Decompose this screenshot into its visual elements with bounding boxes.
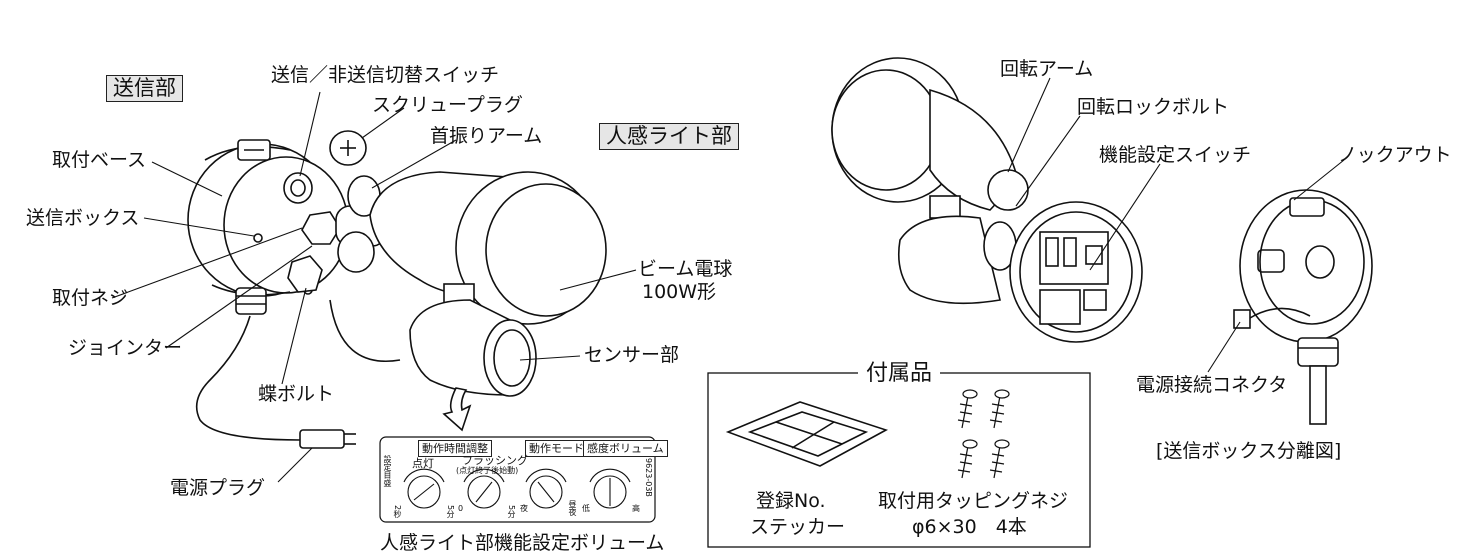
label-power-plug: 電源プラグ: [170, 477, 266, 499]
screw-plug-icon: [329, 130, 367, 166]
knob3-max: 昼夜: [568, 500, 577, 516]
panel-right-side: 9623-03B: [644, 458, 653, 497]
knob3-min: 夜: [520, 504, 528, 513]
panel-header-mode: 動作モード: [525, 440, 588, 457]
label-jointer: ジョインター: [68, 337, 183, 359]
sensor-light-section-title: 人感ライト部: [599, 123, 739, 150]
panel-header-time: 動作時間調整: [418, 440, 492, 457]
back-view-assembly: [831, 57, 1143, 343]
leader-lines-left: [111, 91, 637, 483]
transmitter-box-exploded: [1233, 189, 1373, 425]
power-plug-icon: [299, 429, 356, 449]
label-send-switch: 送信／非送信切替スイッチ: [271, 64, 500, 86]
label-rotate-arm: 回転アーム: [1000, 58, 1094, 80]
knob1-min: 2秒: [393, 505, 402, 519]
accessories-box: [707, 372, 1091, 548]
screw-label-1: 取付用タッピングネジ: [878, 490, 1069, 512]
label-swing-arm: 首振りアーム: [430, 125, 543, 147]
label-beam-bulb: ビーム電球: [638, 258, 733, 280]
knob2-max: 5分: [507, 505, 516, 519]
label-wing-bolt: 蝶ボルト: [258, 383, 335, 405]
label-transmitter-box: 送信ボックス: [26, 207, 140, 229]
transmitter-section-title: 送信部: [106, 75, 183, 102]
panel-left-side: 設定目盛: [383, 455, 392, 487]
panel-flash: フラッシング: [462, 454, 528, 467]
leader-lines-right: [1007, 77, 1345, 373]
volume-caption: 人感ライト部機能設定ボリューム: [380, 532, 665, 554]
knob2-min: 0: [458, 504, 464, 513]
label-screw-plug: スクリュープラグ: [372, 94, 523, 116]
knob4-min: 低: [582, 504, 590, 513]
label-mount-screw: 取付ネジ: [52, 287, 129, 309]
label-knockout: ノックアウト: [1338, 144, 1452, 166]
panel-lit: 点灯: [412, 457, 434, 470]
sticker-label-2: ステッカー: [750, 516, 846, 538]
down-arrow-icon: [442, 387, 472, 432]
sensor-light-assembly: [195, 171, 607, 441]
label-power-connector: 電源接続コネクタ: [1136, 374, 1288, 396]
label-mount-base: 取付ベース: [52, 149, 147, 171]
sticker-label-1: 登録No.: [756, 490, 826, 512]
accessories-title: 付属品: [858, 363, 941, 385]
knob1-max: 5分: [446, 505, 455, 519]
volume-panel: [379, 436, 656, 523]
label-sensor-part: センサー部: [584, 344, 680, 366]
panel-flash-sub: (点灯終了後始動): [456, 466, 519, 475]
transmitter-assembly: [187, 139, 349, 315]
panel-header-sense: 感度ボリューム: [583, 440, 668, 457]
knob4-max: 高: [632, 504, 640, 513]
label-rotate-lock-bolt: 回転ロックボルト: [1077, 96, 1230, 118]
screw-label-2: φ6×30 4本: [912, 516, 1027, 538]
label-box-exploded: [送信ボックス分離図]: [1156, 440, 1342, 462]
label-beam-bulb-spec: 100W形: [642, 281, 717, 303]
label-function-switch: 機能設定スイッチ: [1099, 144, 1252, 166]
